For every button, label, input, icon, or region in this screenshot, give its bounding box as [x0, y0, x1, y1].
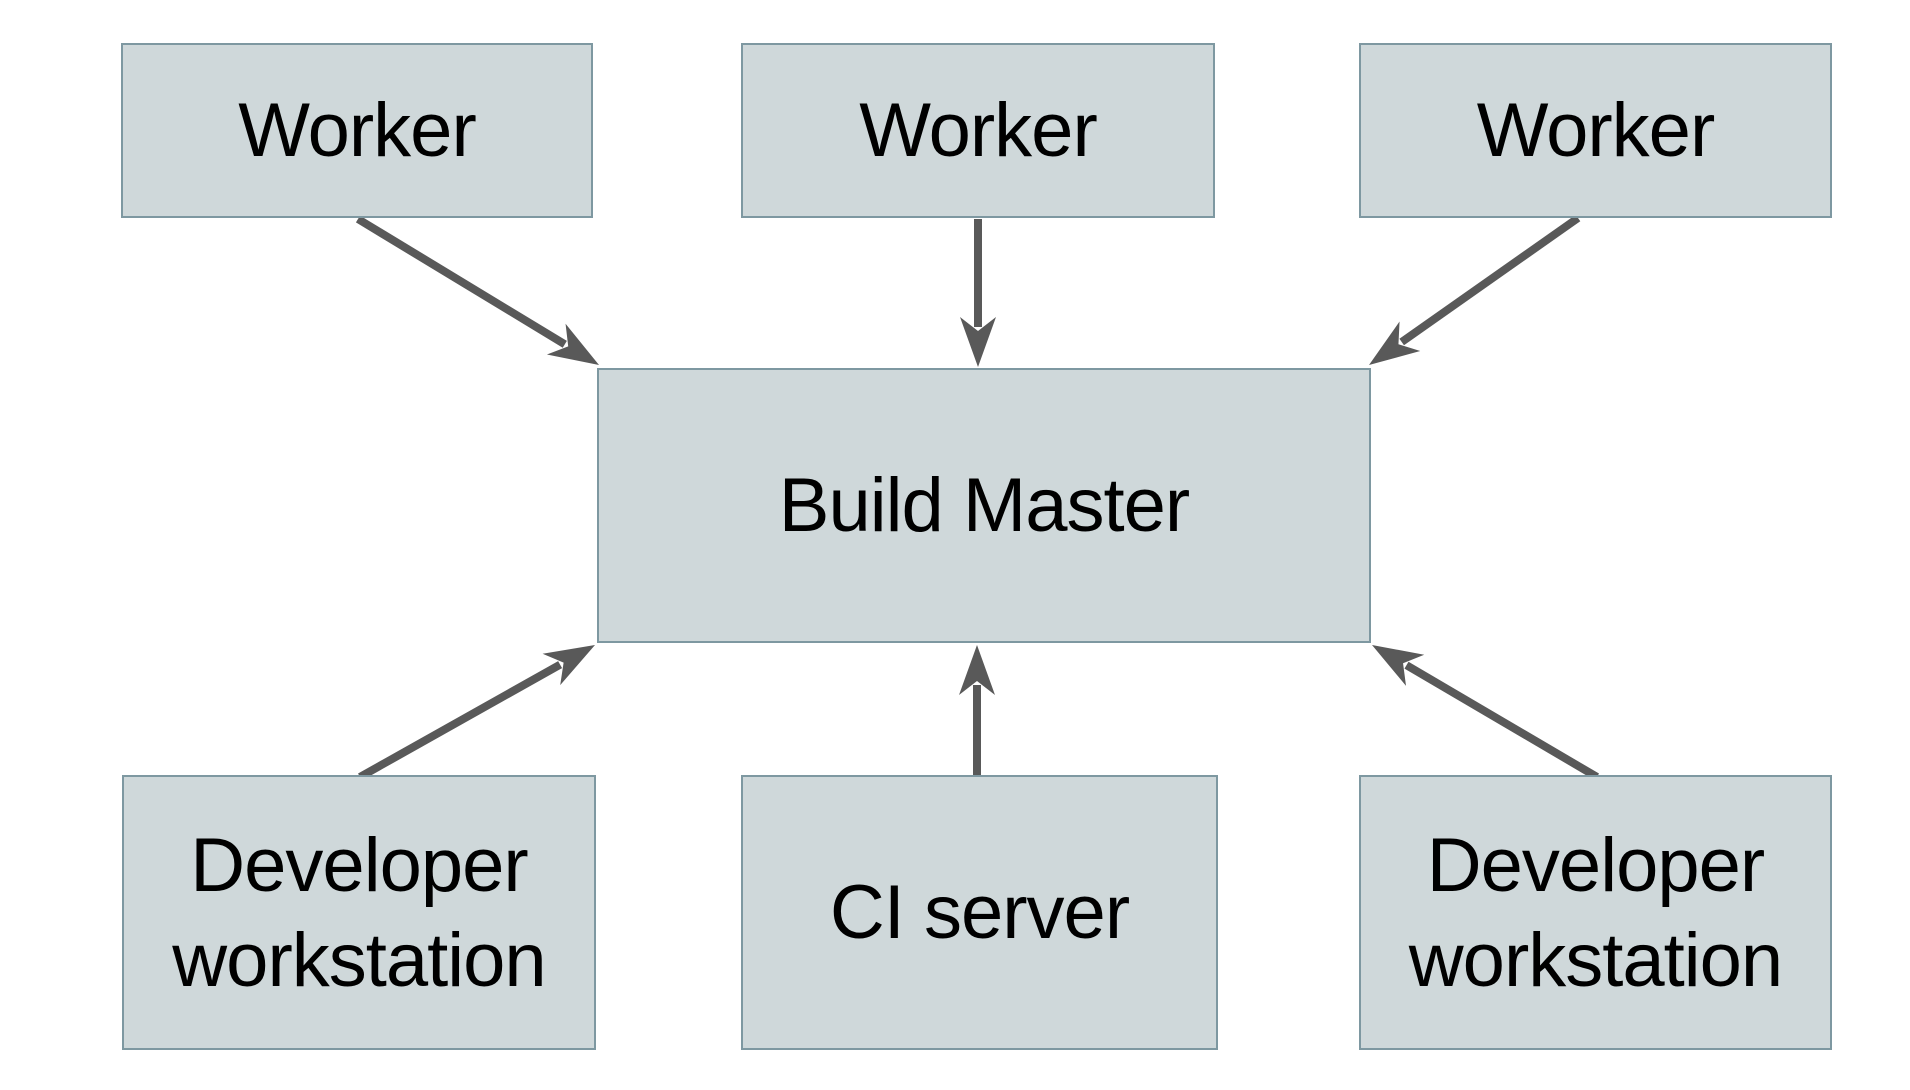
- edge-dev-right-to-build-master: [1372, 645, 1600, 781]
- edge-dev-left-to-build-master: [358, 645, 595, 781]
- node-worker-2: Worker: [741, 43, 1215, 218]
- arrowhead-icon: [1372, 645, 1425, 686]
- node-worker-3-label: Worker: [1476, 88, 1716, 173]
- edge-worker1-to-build-master: [355, 215, 599, 365]
- edge-worker3-to-build-master: [1369, 214, 1581, 365]
- node-worker-1-label: Worker: [238, 88, 477, 173]
- node-developer-workstation-left-label: Developer workstation: [172, 822, 546, 1003]
- node-worker-1: Worker: [121, 43, 593, 218]
- node-build-master-label: Build Master: [778, 463, 1190, 548]
- edge-worker2-to-build-master: [960, 219, 996, 367]
- node-developer-workstation-left: Developer workstation: [122, 775, 596, 1050]
- arrowhead-icon: [542, 645, 595, 686]
- node-developer-workstation-right: Developer workstation: [1359, 775, 1832, 1050]
- node-ci-server: CI server: [741, 775, 1218, 1050]
- node-worker-2-label: Worker: [859, 88, 1098, 173]
- node-developer-workstation-right-label: Developer workstation: [1408, 822, 1783, 1003]
- node-worker-3: Worker: [1359, 43, 1832, 218]
- edge-ci-server-to-build-master: [959, 645, 995, 777]
- node-ci-server-label: CI server: [829, 870, 1130, 955]
- arrowhead-icon: [959, 645, 995, 695]
- arrowhead-icon: [960, 317, 996, 367]
- node-build-master: Build Master: [597, 368, 1371, 643]
